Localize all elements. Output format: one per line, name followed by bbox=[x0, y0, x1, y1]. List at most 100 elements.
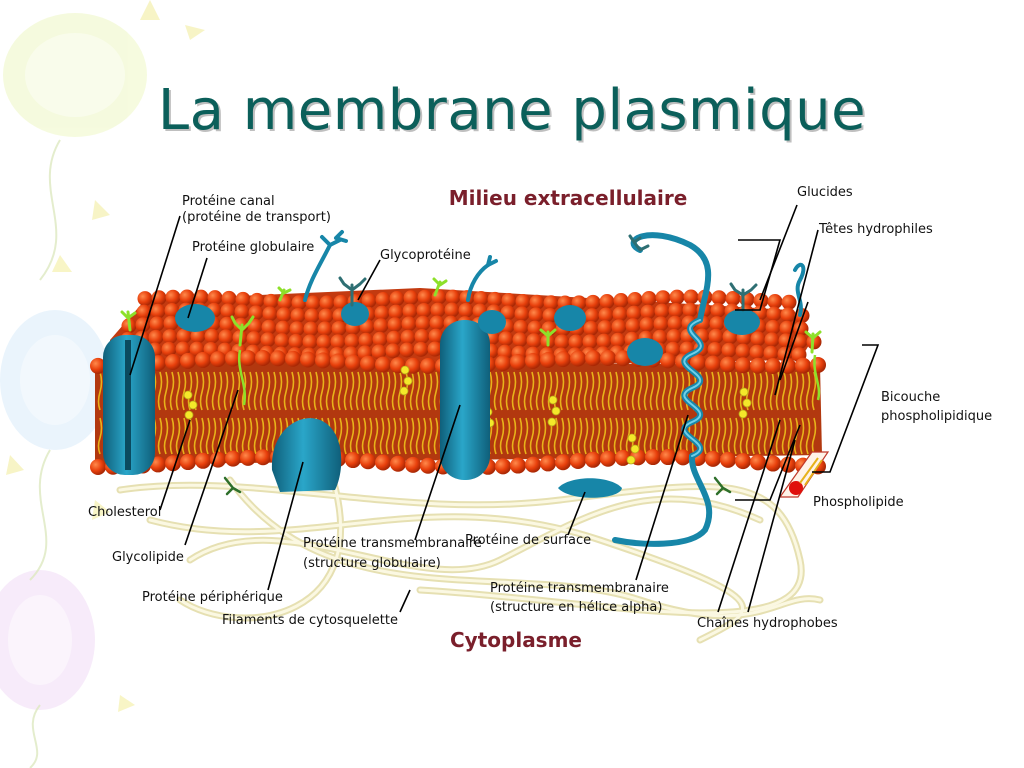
hydrophobic-tail bbox=[625, 371, 631, 411]
hydrophobic-tail bbox=[409, 371, 415, 411]
label-transmembrane-globular-line2: (structure globulaire) bbox=[303, 556, 441, 571]
hydrophobic-tail bbox=[307, 371, 313, 411]
hydrophobic-tail bbox=[163, 417, 169, 455]
phospholipid-head bbox=[625, 318, 641, 334]
phospholipid-head bbox=[263, 293, 279, 309]
hydrophobic-tail bbox=[541, 417, 547, 455]
phospholipid-head bbox=[375, 292, 391, 308]
phospholipid-head bbox=[315, 352, 331, 369]
label-carbohydrates: Glucides bbox=[797, 185, 853, 200]
phospholipid-head bbox=[161, 341, 177, 357]
phospholipid-head bbox=[652, 329, 668, 345]
hydrophobic-tail bbox=[199, 417, 205, 455]
cytoplasm-region-label: Cytoplasme bbox=[450, 628, 582, 652]
hydrophobic-tail bbox=[181, 371, 187, 411]
phospholipid-head bbox=[612, 306, 628, 322]
hydrophobic-tail bbox=[757, 371, 763, 411]
hydrophobic-tail bbox=[517, 417, 523, 455]
phospholipid-head bbox=[610, 332, 626, 348]
phospholipid-head bbox=[420, 357, 436, 374]
phospholipid-head bbox=[405, 456, 421, 473]
hydrophobic-tail bbox=[733, 371, 739, 411]
hydrophobic-tail bbox=[601, 417, 607, 455]
phospholipid-head bbox=[735, 343, 751, 359]
cytoplasmic-chains bbox=[223, 476, 732, 496]
phospholipid-head bbox=[303, 321, 319, 337]
hydrophobic-tail bbox=[205, 417, 211, 455]
label-transmembrane-helix-line1: Protéine transmembranaire bbox=[490, 581, 669, 596]
hydrophobic-tail bbox=[247, 417, 253, 455]
phospholipid-head bbox=[525, 456, 541, 473]
hydrophobic-tail bbox=[157, 371, 163, 411]
phospholipid-head bbox=[274, 333, 290, 349]
hydrophobic-tail bbox=[355, 371, 361, 411]
phospholipid-head bbox=[316, 334, 332, 350]
hydrophobic-tail bbox=[277, 371, 283, 411]
phospholipid-head bbox=[372, 331, 388, 347]
phospholipid-head bbox=[705, 450, 721, 467]
hydrophobic-tail bbox=[601, 371, 607, 411]
phospholipid-head bbox=[705, 355, 721, 372]
hydrophobic-tail bbox=[793, 371, 799, 411]
phospholipid-head bbox=[810, 356, 826, 373]
hydrophobic-tail bbox=[655, 371, 661, 411]
slide-title: La membrane plasmique bbox=[157, 78, 867, 143]
phospholipid-head bbox=[682, 302, 698, 318]
hydrophobic-tail bbox=[547, 371, 553, 411]
phospholipid-head bbox=[794, 308, 810, 324]
phospholipid-head bbox=[262, 306, 278, 322]
phospholipid-head bbox=[540, 455, 556, 472]
hydrophobic-tail bbox=[175, 371, 181, 411]
phospholipid-head bbox=[615, 350, 631, 367]
hydrophobic-tail bbox=[199, 371, 205, 411]
hydrophobic-tail bbox=[571, 417, 577, 455]
phospholipid-head bbox=[554, 334, 570, 350]
hydrophobic-tail bbox=[319, 371, 325, 411]
hydrophobic-tail bbox=[529, 371, 535, 411]
label-bilayer-line2: phospholipidique bbox=[881, 409, 992, 424]
hydrophobic-tail bbox=[211, 371, 217, 411]
hydrophobic-tail bbox=[313, 371, 319, 411]
phospholipid-head bbox=[304, 308, 320, 324]
phospholipid-head bbox=[445, 289, 461, 305]
phospholipid-head bbox=[180, 352, 196, 369]
hydrophobic-tail bbox=[709, 371, 715, 411]
hydrophobic-tail bbox=[217, 371, 223, 411]
phospholipid-head bbox=[458, 302, 474, 318]
phospholipid-head bbox=[275, 320, 291, 336]
phospholipid-head bbox=[276, 307, 292, 323]
phospholipid-head bbox=[585, 294, 601, 310]
hydrophobic-tail bbox=[211, 417, 217, 455]
peripheral-protein bbox=[271, 418, 342, 492]
phospholipid-head bbox=[429, 315, 445, 331]
phospholipid-head bbox=[669, 289, 685, 305]
phospholipid-head bbox=[542, 308, 558, 324]
phospholipid-head bbox=[360, 453, 376, 470]
hydrophobic-tail bbox=[523, 417, 529, 455]
phospholipid-head bbox=[570, 350, 586, 367]
hydrophobic-tail bbox=[811, 417, 817, 455]
phospholipid-head bbox=[371, 344, 387, 360]
phospholipid-head bbox=[289, 321, 305, 337]
phospholipid-head bbox=[753, 293, 769, 309]
phospholipid-head bbox=[375, 454, 391, 471]
phospholipid-head bbox=[389, 291, 405, 307]
hydrophobic-tail bbox=[565, 371, 571, 411]
phospholipid-head bbox=[240, 350, 256, 367]
phospholipid-head bbox=[387, 317, 403, 333]
phospholipid-head bbox=[780, 307, 796, 323]
phospholipid-head bbox=[735, 357, 751, 374]
phospholipid-head bbox=[627, 292, 643, 308]
hydrophobic-tail bbox=[535, 371, 541, 411]
hydrophobic-tail bbox=[289, 371, 295, 411]
phospholipid-head bbox=[162, 329, 178, 345]
channel-protein bbox=[103, 335, 155, 475]
phospholipid-head bbox=[639, 317, 655, 333]
phospholipid-head bbox=[611, 319, 627, 335]
hydrophobic-tail bbox=[373, 417, 379, 455]
hydrophobic-tail bbox=[595, 371, 601, 411]
phospholipid-head bbox=[720, 451, 736, 468]
phospholipid-head bbox=[653, 316, 669, 332]
phospholipid-head bbox=[163, 315, 179, 331]
